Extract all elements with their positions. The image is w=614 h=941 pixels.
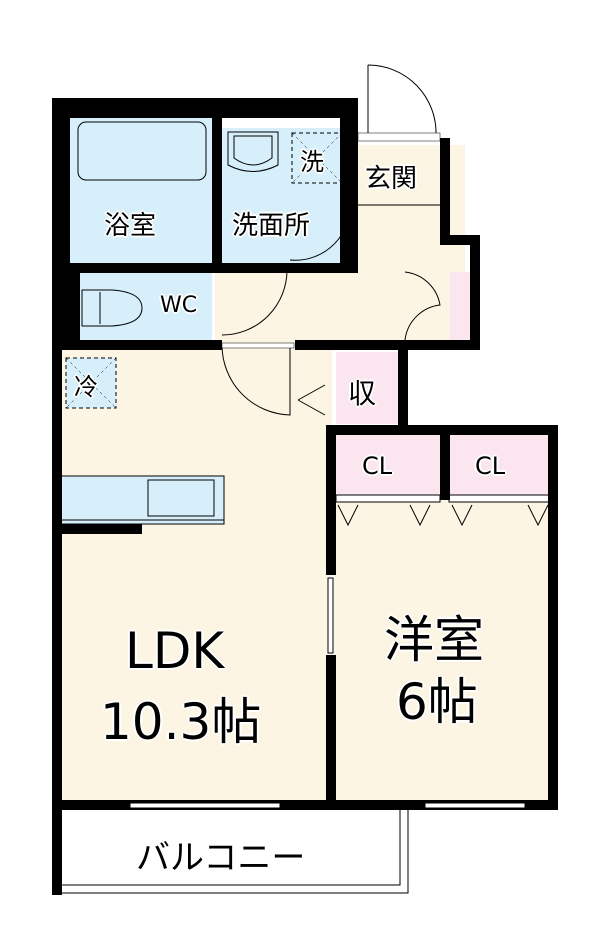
toilet-icon (81, 289, 143, 327)
ldk-floor (62, 345, 332, 805)
balcony-rail (62, 810, 401, 886)
ldk-door[interactable] (221, 344, 291, 416)
entrance-door[interactable] (367, 64, 437, 136)
shoe-cabinet-door[interactable] (404, 271, 441, 341)
entrance-floor (360, 145, 440, 205)
window-sliding-door (327, 577, 334, 654)
room-label-washroom: 洗面所 (232, 211, 311, 241)
storage-door[interactable] (297, 384, 326, 416)
room-label-ldk: LDK (125, 622, 225, 680)
room-label-western: 洋室 (384, 611, 484, 669)
window-ldk (129, 802, 281, 809)
room-label-fridge: 冷 (74, 373, 98, 401)
room-label-ldk-size: 10.3帖 (100, 693, 262, 751)
room-label-western-size: 6帖 (396, 673, 478, 731)
storage-floor (336, 352, 398, 424)
sink-icon (227, 131, 279, 172)
room-label-closet-1: CL (362, 452, 393, 480)
room-label-entrance: 玄関 (365, 164, 418, 194)
room-label-storage: 収 (348, 377, 377, 410)
bathtub-icon (77, 121, 207, 181)
room-label-closet-2: CL (475, 452, 506, 480)
room-label-balcony: バルコニー (136, 838, 306, 878)
toilet-door[interactable] (221, 269, 288, 336)
window-western (424, 802, 526, 809)
closet-1-floor (336, 435, 440, 495)
closet-2-floor (449, 435, 553, 495)
room-label-bathroom: 浴室 (104, 211, 157, 241)
shoe-cabinet (450, 272, 470, 340)
walls (52, 98, 558, 895)
kitchen-sink-icon (147, 479, 215, 517)
room-label-washer: 洗 (300, 148, 324, 176)
washroom-door[interactable] (289, 209, 351, 261)
fridge-space-icon (65, 357, 117, 409)
washer-space-icon (291, 132, 343, 184)
room-label-toilet: WC (160, 293, 198, 318)
